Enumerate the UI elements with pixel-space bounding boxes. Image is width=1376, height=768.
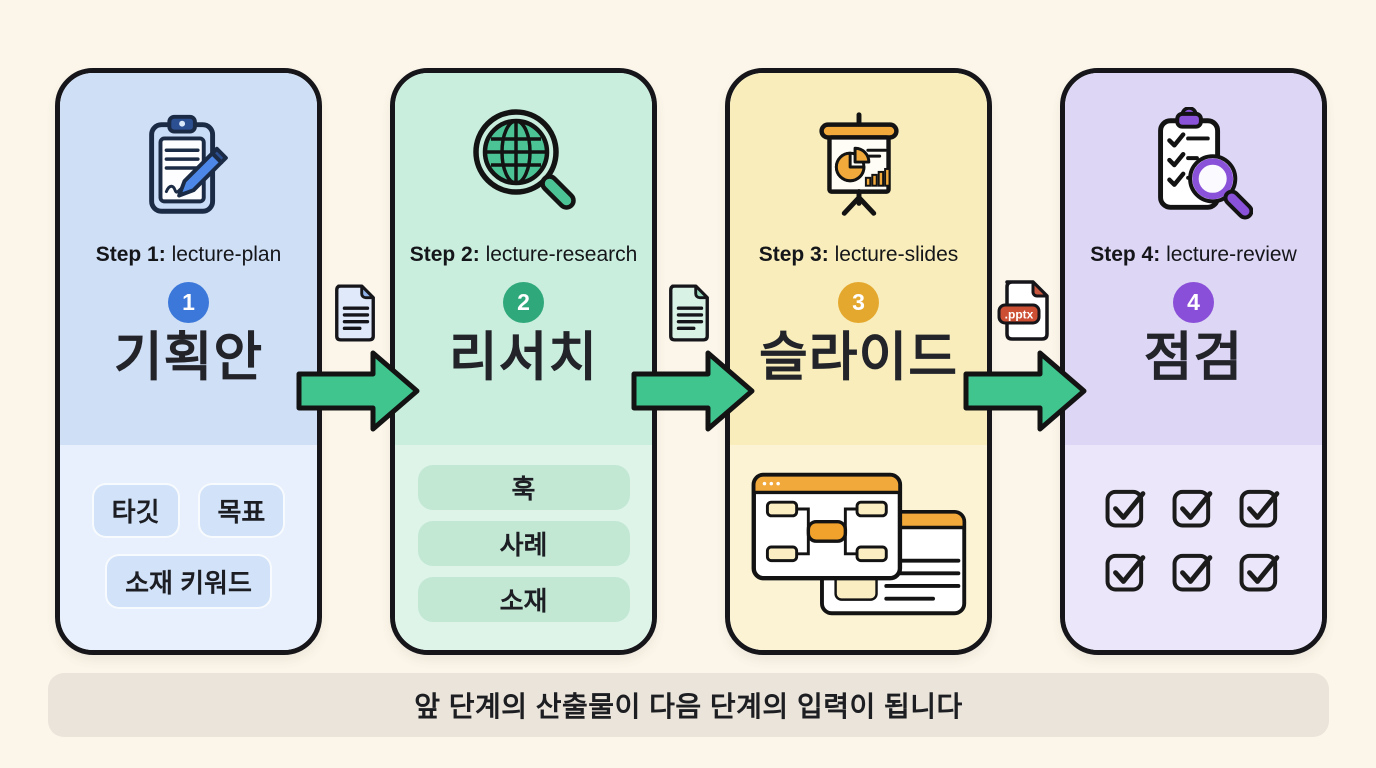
step2-number-badge: 2 — [503, 282, 544, 323]
step1-title: 기획안 — [113, 328, 264, 387]
pptx-file-icon: .pptx — [997, 279, 1051, 348]
footer-note-text: 앞 단계의 산출물이 다음 단계의 입력이 됩니다 — [414, 691, 963, 722]
card2-top-section: Step 2: lecture-research 2 리서치 — [395, 73, 652, 445]
checklist-magnifier-icon — [1135, 95, 1253, 237]
step-card-lecture-review: Step 4: lecture-review 4 점검 — [1060, 68, 1327, 655]
pill-hook: 훅 — [417, 465, 630, 510]
checkbox-icon — [1172, 553, 1212, 592]
step-card-lecture-plan: Step 1: lecture-plan 1 기획안 타깃 목표 소재 키워드 — [55, 68, 322, 655]
step1-label-bold: Step 1: — [95, 243, 166, 266]
card4-top-section: Step 4: lecture-review 4 점검 — [1065, 73, 1322, 445]
checkbox-icon — [1239, 553, 1279, 592]
footer-note-banner: 앞 단계의 산출물이 다음 단계의 입력이 됩니다 — [48, 673, 1329, 737]
step1-skill-name: lecture-plan — [171, 243, 282, 266]
checkbox-icon — [1172, 489, 1212, 528]
step2-title: 리서치 — [448, 328, 599, 387]
step3-label-bold: Step 3: — [758, 243, 829, 266]
step2-skill-name: lecture-research — [485, 243, 638, 266]
card4-bottom-section — [1065, 445, 1322, 650]
step4-label: Step 4: lecture-review — [1090, 243, 1297, 267]
card3-bottom-section — [730, 445, 987, 650]
tag-goal: 목표 — [197, 483, 286, 538]
step4-title: 점검 — [1143, 328, 1244, 387]
arrow-right-icon — [296, 350, 420, 432]
step4-number-badge: 4 — [1173, 282, 1214, 323]
tag-target: 타깃 — [91, 483, 180, 538]
card1-bottom-section: 타깃 목표 소재 키워드 — [60, 445, 317, 650]
step3-number-badge: 3 — [838, 282, 879, 323]
step2-label-bold: Step 2: — [409, 243, 480, 266]
card3-top-section: Step 3: lecture-slides 3 슬라이드 — [730, 73, 987, 445]
step1-number-badge: 1 — [168, 282, 209, 323]
step4-label-bold: Step 4: — [1090, 243, 1161, 266]
step3-title: 슬라이드 — [758, 328, 959, 387]
pptx-label: .pptx — [1005, 308, 1034, 322]
step-card-lecture-research: Step 2: lecture-research 2 리서치 훅 사례 소재 — [390, 68, 657, 655]
clipboard-pen-icon — [130, 95, 248, 237]
step3-skill-name: lecture-slides — [834, 243, 959, 266]
overlapping-slides-illustration — [730, 445, 987, 623]
step4-skill-name: lecture-review — [1166, 243, 1297, 266]
tag-material-keywords: 소재 키워드 — [105, 554, 272, 609]
presentation-chart-icon — [795, 95, 923, 237]
card2-bottom-section: 훅 사례 소재 — [395, 445, 652, 650]
checkbox-icon — [1105, 489, 1145, 528]
checkbox-icon — [1239, 489, 1279, 528]
step2-label: Step 2: lecture-research — [410, 243, 638, 267]
arrow-right-icon — [631, 350, 755, 432]
step-card-lecture-slides: Step 3: lecture-slides 3 슬라이드 — [725, 68, 992, 655]
step1-label: Step 1: lecture-plan — [96, 243, 282, 267]
card1-top-section: Step 1: lecture-plan 1 기획안 — [60, 73, 317, 445]
checkbox-icon — [1105, 553, 1145, 592]
checkbox-grid — [1065, 445, 1322, 593]
document-file-icon — [665, 283, 713, 348]
arrow-right-icon — [963, 350, 1087, 432]
pill-case: 사례 — [417, 521, 630, 566]
pill-material: 소재 — [417, 577, 630, 622]
globe-magnifier-icon — [464, 95, 584, 237]
step3-label: Step 3: lecture-slides — [759, 243, 959, 267]
document-file-icon — [331, 283, 379, 348]
